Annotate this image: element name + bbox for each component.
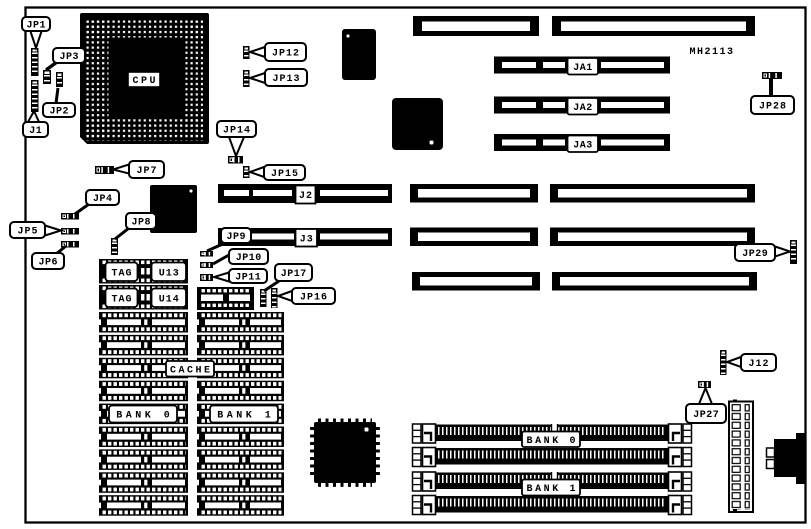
svg-text:J3: J3	[300, 234, 314, 245]
svg-text:JP4: JP4	[93, 194, 113, 205]
svg-text:JP10: JP10	[236, 253, 262, 264]
svg-text:JA1: JA1	[573, 63, 593, 74]
svg-text:TAG: TAG	[111, 268, 132, 279]
svg-text:J2: J2	[299, 191, 313, 202]
svg-text:MH2113: MH2113	[689, 47, 734, 58]
svg-text:JP2: JP2	[49, 107, 69, 118]
svg-text:JP6: JP6	[38, 258, 58, 269]
svg-text:JP17: JP17	[281, 269, 307, 280]
svg-text:JP1: JP1	[26, 21, 46, 32]
svg-text:JP27: JP27	[693, 410, 719, 421]
svg-text:JA2: JA2	[573, 103, 593, 114]
svg-text:J1: J1	[29, 126, 42, 137]
svg-text:CACHE: CACHE	[170, 365, 213, 376]
svg-text:JP9: JP9	[226, 232, 246, 243]
svg-text:BANK 1: BANK 1	[526, 484, 578, 495]
svg-text:CPU: CPU	[132, 76, 158, 87]
svg-text:BANK 0: BANK 0	[526, 436, 578, 447]
svg-text:JP28: JP28	[759, 102, 787, 113]
svg-text:JP14: JP14	[223, 126, 251, 137]
svg-text:JP3: JP3	[59, 52, 79, 63]
svg-text:JP15: JP15	[271, 169, 299, 180]
svg-text:JP12: JP12	[272, 49, 300, 60]
svg-text:JP7: JP7	[136, 166, 157, 177]
svg-text:JA3: JA3	[573, 140, 593, 151]
svg-text:JP16: JP16	[300, 293, 328, 304]
svg-text:U14: U14	[159, 294, 180, 305]
svg-text:BANK 1: BANK 1	[217, 411, 274, 422]
svg-text:JP11: JP11	[235, 273, 261, 284]
svg-text:JP5: JP5	[17, 227, 38, 238]
svg-text:J12: J12	[748, 359, 769, 370]
svg-text:JP13: JP13	[272, 74, 300, 85]
svg-text:JP8: JP8	[131, 218, 151, 229]
svg-text:U13: U13	[159, 268, 180, 279]
svg-text:TAG: TAG	[111, 294, 132, 305]
svg-text:BANK 0: BANK 0	[116, 411, 173, 422]
svg-text:JP29: JP29	[742, 249, 768, 260]
